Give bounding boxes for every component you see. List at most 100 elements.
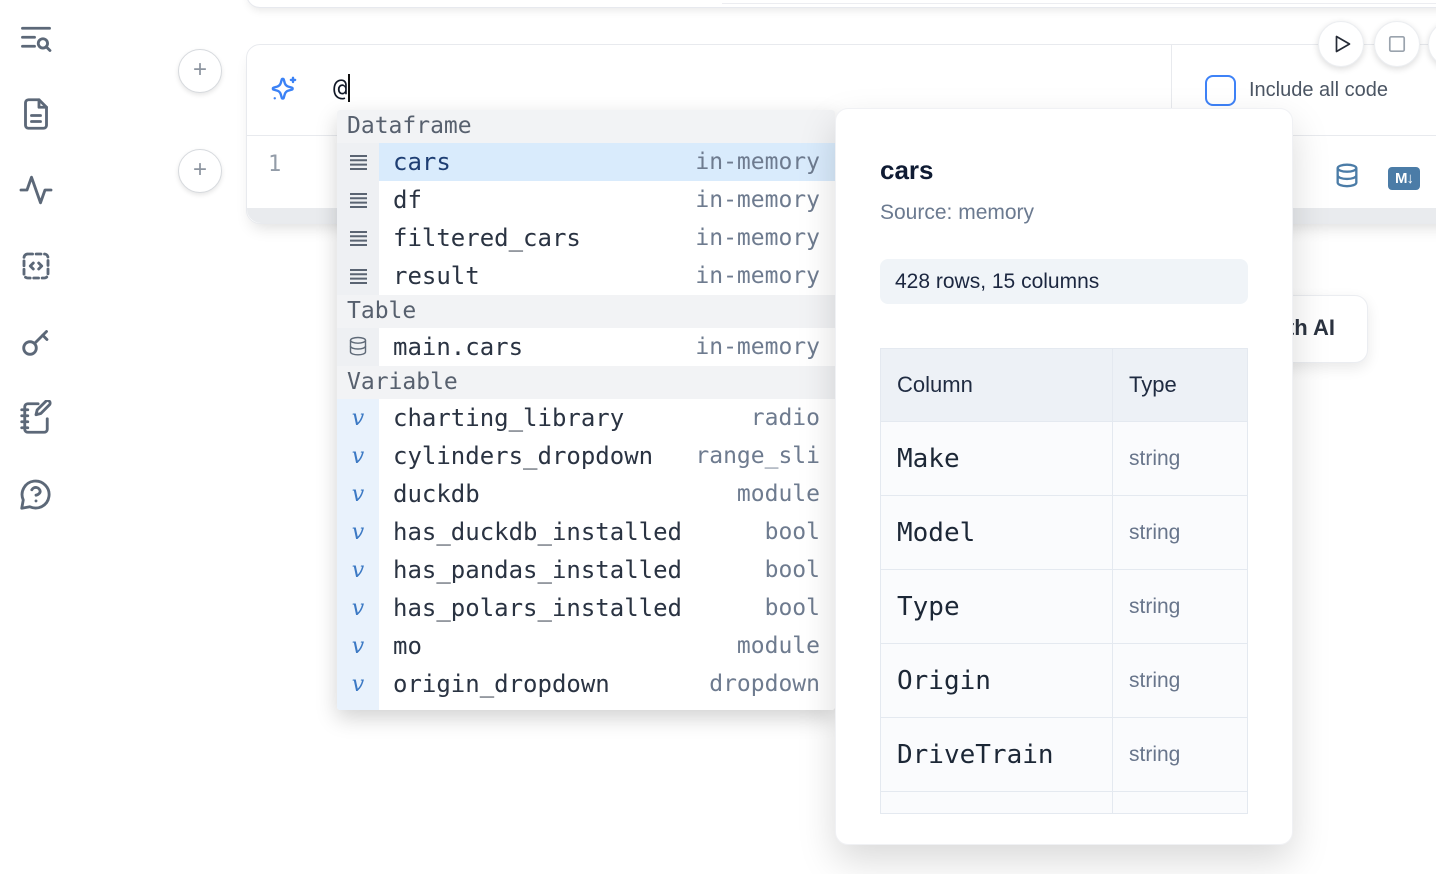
completion-kind: module [737,709,820,710]
database-icon [337,328,379,366]
rows-icon [337,257,379,295]
variable-icon: v [337,589,379,627]
markdown-convert-icon[interactable]: M↓ [1388,167,1420,190]
completion-name: has_duckdb_installed [393,518,682,546]
text-cursor [348,74,351,102]
completion-name: filtered_cars [393,224,581,252]
completion-name: df [393,186,422,214]
completion-name: charting_library [393,404,625,432]
prompt-divider [1171,45,1172,135]
line-number: 1 [268,152,282,177]
stop-button[interactable] [1374,21,1420,67]
variable-icon: v [337,399,379,437]
rows-icon [337,181,379,219]
previous-cell-edge [246,0,1436,8]
completion-name: mo [393,632,422,660]
include-all-code-label: Include all code [1249,79,1388,101]
completion-item-pd[interactable]: v pd module [337,703,835,710]
include-all-code-checkbox[interactable] [1205,75,1236,106]
completion-kind: in-memory [695,263,820,289]
variable-icon: v [337,703,379,710]
add-cell-above-button[interactable]: + [178,49,222,93]
completion-kind: in-memory [695,225,820,251]
completion-kind: bool [764,557,820,583]
snippets-code-icon[interactable] [18,248,54,284]
completion-item-cylinders_dropdown[interactable]: v cylinders_dropdown range_sli [337,437,835,475]
type-header: Type [1129,372,1177,397]
completion-name: duckdb [393,480,480,508]
column-type: string [1129,520,1181,544]
column-type: string [1129,446,1181,470]
completion-item-result[interactable]: result in-memory [337,257,835,295]
completion-name: has_polars_installed [393,594,682,622]
completion-name: result [393,262,480,290]
dataframe-preview-panel: cars Source: memory 428 rows, 15 columns… [835,108,1293,845]
rows-icon [337,143,379,181]
column-type: string [1129,594,1181,618]
column-name: Type [897,591,960,622]
column-type: string [1129,668,1181,692]
variable-icon: v [337,475,379,513]
schema-table-row: Make string [881,422,1247,496]
run-cell-button[interactable] [1318,21,1364,67]
schema-table-header: Column Type [881,349,1247,422]
database-action-icon[interactable] [1333,160,1361,197]
add-cell-below-button[interactable]: + [178,149,222,193]
completion-kind: in-memory [695,187,820,213]
completion-item-has_pandas_installed[interactable]: v has_pandas_installed bool [337,551,835,589]
completion-name: has_pandas_installed [393,556,682,584]
variable-icon: v [337,665,379,703]
scratchpad-icon[interactable] [18,399,54,436]
key-icon[interactable] [18,324,54,360]
completion-name: pd [393,708,422,710]
variable-icon: v [337,437,379,475]
variable-icon: v [337,551,379,589]
completion-name: cylinders_dropdown [393,442,654,470]
sparkles-ai-icon [269,75,299,105]
schema-table-row [881,792,1247,813]
completion-name: cars [393,148,451,176]
activity-icon[interactable] [18,172,54,208]
completion-name: main.cars [393,333,524,361]
completion-item-cars[interactable]: cars in-memory [337,143,835,181]
schema-table-row: Type string [881,570,1247,644]
completion-item-origin_dropdown[interactable]: v origin_dropdown dropdown [337,665,835,703]
help-chat-icon[interactable] [18,476,54,512]
completion-item-has_polars_installed[interactable]: v has_polars_installed bool [337,589,835,627]
completion-section-dataframe: Dataframe [337,110,835,143]
column-name: DriveTrain [897,739,1054,770]
code-editor-row[interactable]: 1 M↓ [247,136,1436,208]
completion-kind: module [736,633,820,659]
ai-prompt-row[interactable]: @ Include all code [247,45,1436,135]
column-name: Make [897,443,960,474]
completion-kind: range_sli [695,443,820,469]
previous-cell-divider [722,3,1436,4]
completion-section-variable: Variable [337,366,835,399]
toc-search-icon[interactable] [18,20,54,56]
completion-item-filtered_cars[interactable]: filtered_cars in-memory [337,219,835,257]
sidebar [18,20,58,512]
completion-kind: bool [764,595,820,621]
completion-kind: dropdown [709,671,820,697]
completion-kind: radio [750,405,820,431]
column-name: Origin [897,665,991,696]
completion-item-charting_library[interactable]: v charting_library radio [337,399,835,437]
file-icon[interactable] [18,96,54,132]
preview-title: cars [880,155,934,185]
completion-item-df[interactable]: df in-memory [337,181,835,219]
completion-kind: bool [764,519,820,545]
variable-icon: v [337,627,379,665]
completion-name: origin_dropdown [393,670,610,698]
ai-prompt-input[interactable]: @ [333,74,351,102]
preview-source: Source: memory [880,201,1035,224]
completion-kind: in-memory [695,149,820,175]
